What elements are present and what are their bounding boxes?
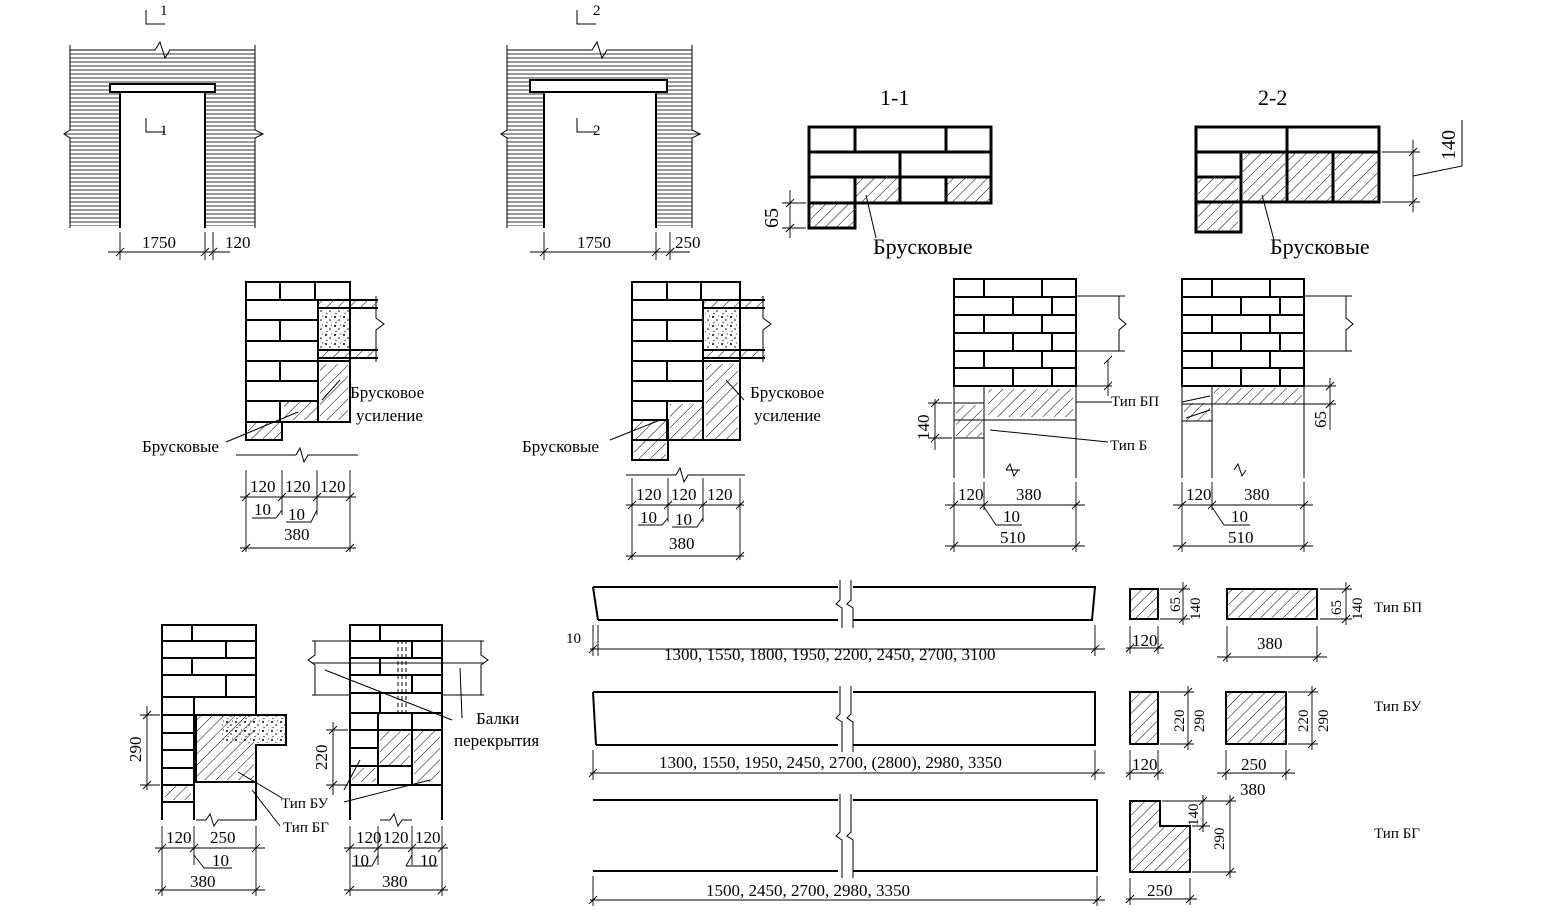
detail-lintel-bu-bg: 290 Тип БУ Тип БГ 120 250 10 380 xyxy=(126,624,329,896)
label-bar-lintels-2: Брусковые xyxy=(1270,234,1370,259)
lintel-row-bu: 1300, 1550, 1950, 2450, 2700, (2800), 29… xyxy=(588,686,1422,799)
dim-d2-10b: 10 xyxy=(675,510,692,529)
dim-d1-120a: 120 xyxy=(250,477,276,496)
door-elevation-1: 1 1 1750 120 xyxy=(63,3,265,260)
section-2-2: 2-2 140 Брусковые xyxy=(1194,85,1463,259)
detail-beams-floor: Балки перекрытия 220 120 120 120 10 10 3… xyxy=(307,624,539,896)
dim-d1-10a: 10 xyxy=(254,500,271,519)
section-mark-1b: 1 xyxy=(160,123,168,139)
dim-d3-510: 510 xyxy=(1000,528,1026,547)
label-type-bg-d5: Тип БГ xyxy=(283,820,329,836)
section-mark-1: 1 xyxy=(160,3,168,19)
dim-d1-380: 380 xyxy=(284,525,310,544)
dim-row2-section-290: 290 xyxy=(1192,710,1208,733)
dim-row1-section-140: 140 xyxy=(1188,598,1204,621)
dim-d2-120a: 120 xyxy=(636,485,662,504)
dim-row2-section-120: 120 xyxy=(1132,755,1158,774)
dim-d4-120: 120 xyxy=(1186,485,1212,504)
dim-opening-1750b: 1750 xyxy=(577,233,611,252)
detail-wall-250: Брусковое усиление Брусковые 120 120 120… xyxy=(522,281,824,561)
dim-d5-250: 250 xyxy=(210,828,236,847)
dim-row2-wide-290: 290 xyxy=(1316,710,1332,733)
dim-row1-section-65: 65 xyxy=(1168,597,1184,612)
dim-row2-wide-220: 220 xyxy=(1296,710,1312,733)
label-bar-lintels-d1: Брусковые xyxy=(142,437,219,456)
dim-d6-220: 220 xyxy=(312,745,331,771)
section-title-2-2: 2-2 xyxy=(1258,85,1287,110)
label-type-b-d3: Тип Б xyxy=(1110,438,1147,454)
label-bar-reinforcement-a: Брусковое xyxy=(350,383,424,402)
dim-d6-120b: 120 xyxy=(383,828,409,847)
dim-row3-section-250: 250 xyxy=(1147,881,1173,900)
lintel-row-bp: 10 1300, 1550, 1800, 1950, 2200, 2450, 2… xyxy=(566,580,1422,664)
dim-d4-10: 10 xyxy=(1231,507,1248,526)
section-title-1-1: 1-1 xyxy=(880,85,909,110)
dim-d6-120a: 120 xyxy=(356,828,382,847)
label-bar-reinforcement-b: усиление xyxy=(356,406,423,425)
label-type-bu-d5: Тип БУ xyxy=(281,796,329,812)
label-type-bp: Тип БП xyxy=(1374,600,1422,616)
dim-d6-10b: 10 xyxy=(420,851,437,870)
detail-lintel-bp-b: 140 120 380 10 510 Тип БП Тип Б xyxy=(914,278,1159,552)
lengths-row1: 1300, 1550, 1800, 1950, 2200, 2450, 2700… xyxy=(664,645,996,664)
dim-opening-1750: 1750 xyxy=(142,233,176,252)
dim-row2-wide-250: 250 xyxy=(1241,755,1267,774)
lintel-row-bg: 1500, 2450, 2700, 2980, 3350 250 140 290… xyxy=(588,794,1420,906)
dim-d1-10b: 10 xyxy=(288,505,305,524)
dim-d2-120b: 120 xyxy=(671,485,697,504)
dim-row1-wide-140: 140 xyxy=(1350,598,1366,621)
dim-row1-wide-65: 65 xyxy=(1329,600,1345,615)
dim-d3-120: 120 xyxy=(958,485,984,504)
dim-d2-10a: 10 xyxy=(640,508,657,527)
dim-row1-10: 10 xyxy=(566,631,581,647)
section-1-1: 1-1 65 Брусковые xyxy=(761,85,993,259)
dim-d3-140: 140 xyxy=(914,415,933,441)
dim-d6-10a: 10 xyxy=(352,851,369,870)
dim-d3-10: 10 xyxy=(1003,507,1020,526)
dim-bar-height-65: 65 xyxy=(761,208,783,228)
dim-row3-section-290: 290 xyxy=(1212,828,1228,851)
detail-wall-120: Брусковое усиление Брусковые 120 120 120… xyxy=(142,281,424,553)
label-floor-beams-b: перекрытия xyxy=(454,731,539,750)
dim-d6-120c: 120 xyxy=(415,828,441,847)
dim-d3-380: 380 xyxy=(1016,485,1042,504)
label-floor-beams-a: Балки xyxy=(476,709,519,728)
dim-d5-290: 290 xyxy=(126,737,145,763)
dim-row1-section-120: 120 xyxy=(1132,631,1158,650)
dim-lintel-bearing-250: 250 xyxy=(675,233,701,252)
dim-d1-120c: 120 xyxy=(320,477,346,496)
label-bar-lintels-d2: Брусковые xyxy=(522,437,599,456)
label-bar-reinforcement-c: Брусковое xyxy=(750,383,824,402)
label-type-bu: Тип БУ xyxy=(1374,699,1422,715)
label-bar-reinforcement-d: усиление xyxy=(754,406,821,425)
dim-d1-120b: 120 xyxy=(285,477,311,496)
section-mark-2b: 2 xyxy=(593,123,601,139)
dim-d4-380: 380 xyxy=(1244,485,1270,504)
label-type-bp-d3: Тип БП xyxy=(1111,394,1159,410)
dim-d5-120: 120 xyxy=(166,828,192,847)
label-type-bg: Тип БГ xyxy=(1374,826,1420,842)
dim-d6-380: 380 xyxy=(382,872,408,891)
dim-row2-wide-380: 380 xyxy=(1240,780,1266,799)
dim-row3-section-140: 140 xyxy=(1186,804,1202,827)
lengths-row3: 1500, 2450, 2700, 2980, 3350 xyxy=(706,881,910,900)
detail-lintel-bp-65: 65 120 380 10 510 xyxy=(1173,278,1354,552)
dim-row1-wide-380: 380 xyxy=(1257,634,1283,653)
dim-d2-380: 380 xyxy=(669,534,695,553)
dim-row2-section-220: 220 xyxy=(1172,710,1188,733)
dim-d5-10: 10 xyxy=(212,851,229,870)
dim-d2-120c: 120 xyxy=(707,485,733,504)
label-bar-lintels-1: Брусковые xyxy=(873,234,973,259)
lengths-row2: 1300, 1550, 1950, 2450, 2700, (2800), 29… xyxy=(659,753,1002,772)
door-elevation-2: 2 2 1750 250 xyxy=(500,3,702,260)
dim-d4-65: 65 xyxy=(1311,411,1330,428)
dim-d4-510: 510 xyxy=(1228,528,1254,547)
dim-lintel-bearing-120: 120 xyxy=(225,233,251,252)
section-mark-2: 2 xyxy=(593,3,601,19)
dim-lintel-height-140: 140 xyxy=(1438,130,1460,160)
dim-d5-380: 380 xyxy=(190,872,216,891)
